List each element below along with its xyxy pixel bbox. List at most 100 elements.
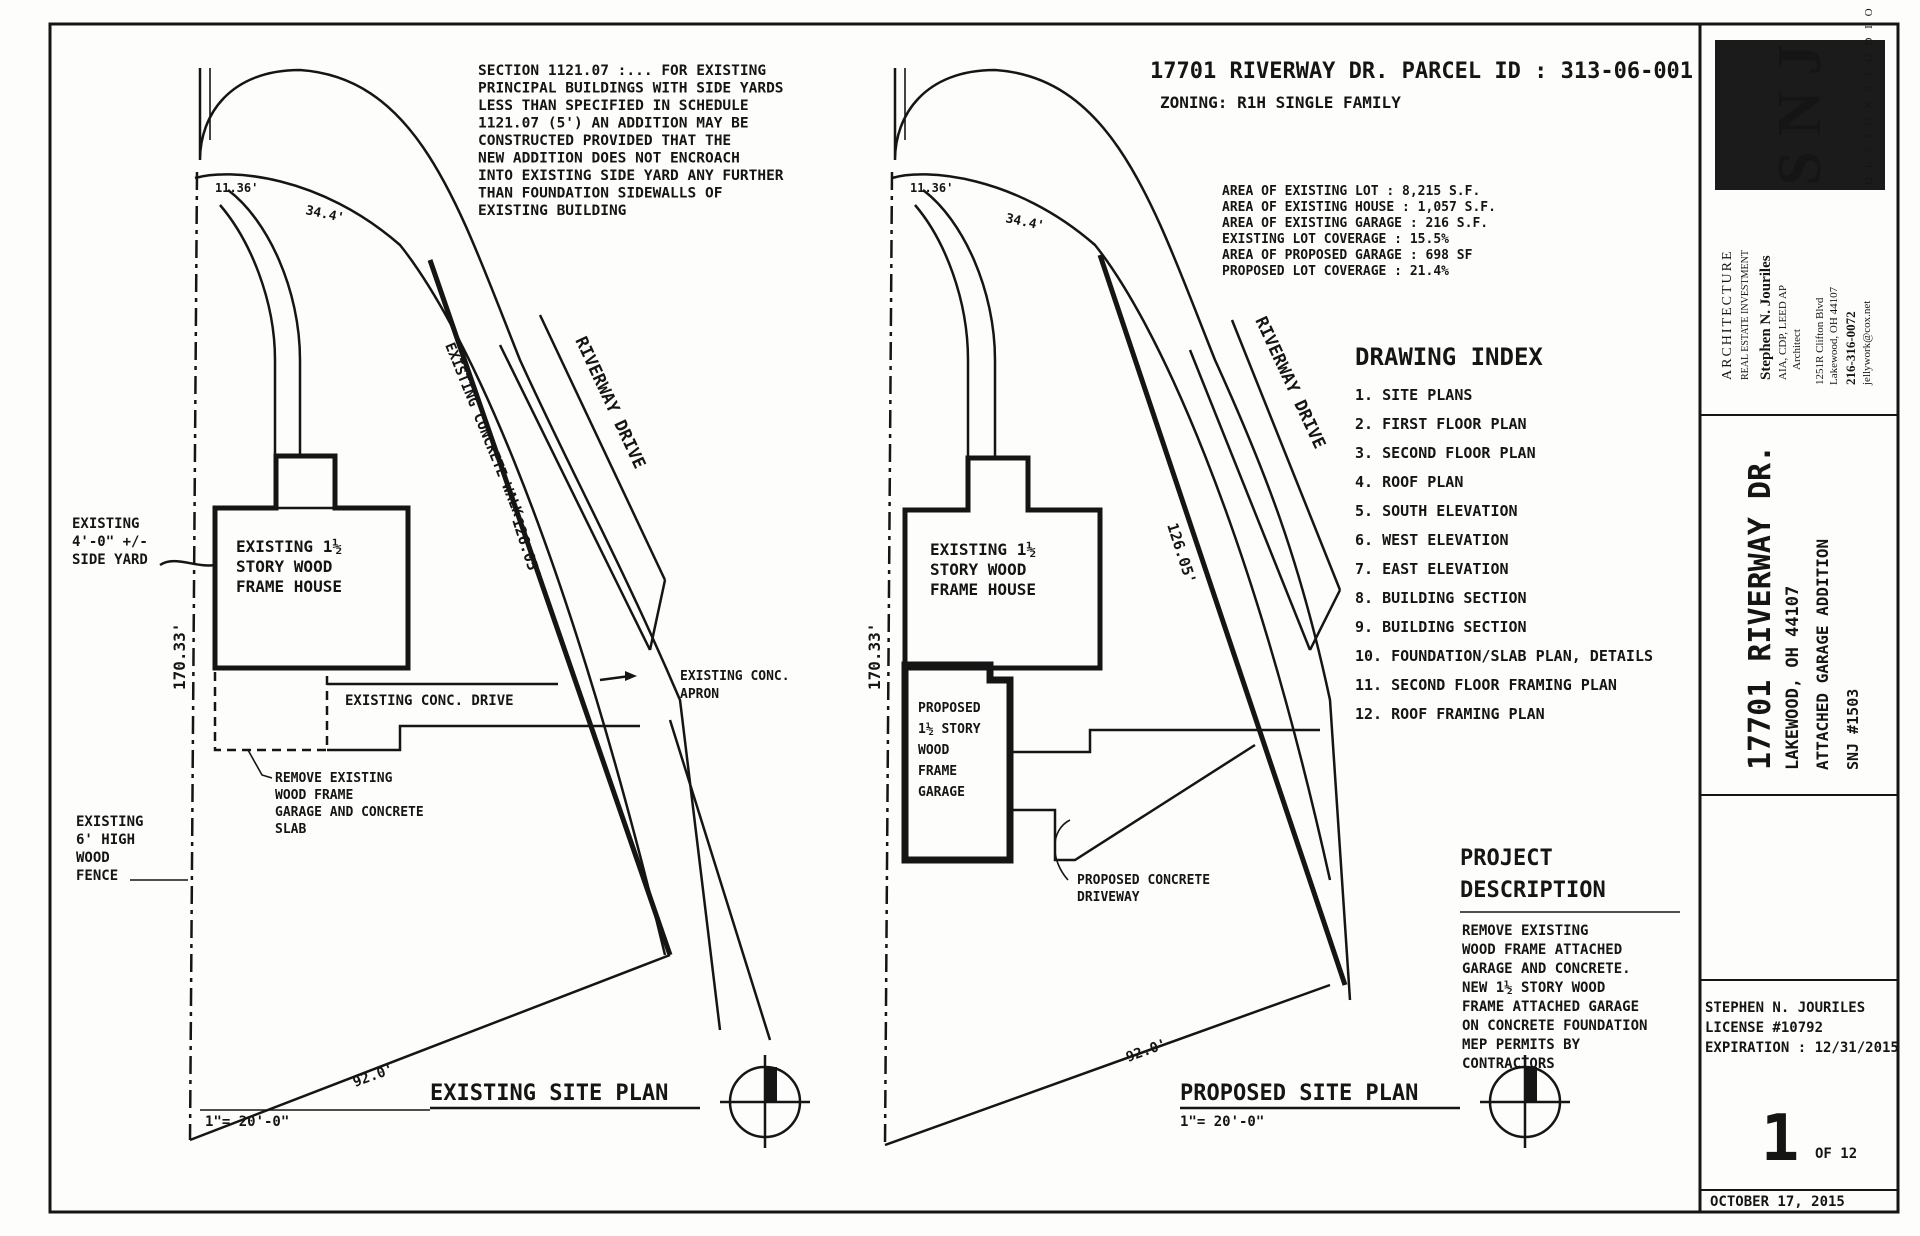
firm-line1: ARCHITECTURE [1720,249,1735,380]
proposed-garage-label: GARAGE [918,785,965,800]
project-desc-line: ON CONCRETE FOUNDATION [1462,1018,1647,1034]
license-line: EXPIRATION : 12/31/2015 [1705,1040,1899,1056]
index-item: 12. ROOF FRAMING PLAN [1355,705,1545,723]
proposed-garage-outline [901,661,1014,864]
logo-side: D E S I G N S T U D I O [1863,5,1875,185]
section-note-line: LESS THAN SPECIFIED IN SCHEDULE [478,98,749,114]
project-description: ATTACHED GARAGE ADDITION [1813,539,1832,770]
section-note-line: SECTION 1121.07 :... FOR EXISTING [478,63,766,79]
project-desc-line: GARAGE AND CONCRETE. [1462,961,1631,977]
existing-curved-walk [219,204,277,455]
proposed-front-lot-line [1097,254,1348,986]
index-item: 10. FOUNDATION/SLAB PLAN, DETAILS [1355,647,1653,665]
index-item: 11. SECOND FLOOR FRAMING PLAN [1355,676,1617,694]
index-item: 1. SITE PLANS [1355,386,1472,404]
index-title: DRAWING INDEX [1355,343,1543,371]
proposed-garage-label: PROPOSED [918,701,981,716]
firm-city: Lakewood, OH 44107 [1828,286,1840,385]
proposed-driveway-label: PROPOSED CONCRETE [1077,873,1210,888]
title-block [1698,24,1898,1212]
project-desc-line: CONTRACTORS [1462,1056,1555,1072]
existing-house-label: FRAME HOUSE [236,577,342,596]
sheet-of: OF 12 [1815,1146,1857,1162]
sheet-date: OCTOBER 17, 2015 [1710,1194,1845,1210]
remove-garage-label: REMOVE EXISTING [275,771,393,786]
zoning-line: ZONING: R1H SINGLE FAMILY [1160,93,1401,112]
project-desc-line: NEW 1½ STORY WOOD [1462,980,1605,996]
firm-street: 1251R Clifton Blvd [1814,297,1826,385]
existing-drive-label: EXISTING CONC. DRIVE [345,693,514,709]
existing-street-curb [198,68,722,1031]
existing-house-label: EXISTING 1½ [236,537,342,556]
existing-dim-side: 170.33' [170,623,189,690]
project-desc-line: WOOD FRAME ATTACHED [1462,942,1622,958]
proposed-bottom-lot-line [884,983,1331,1147]
proposed-street-label: RIVERWAY DRIVE [1250,314,1329,452]
apron-label: EXISTING CONC. [680,669,790,684]
area-line: PROPOSED LOT COVERAGE : 21.4% [1222,264,1449,279]
index-item: 7. EAST ELEVATION [1355,560,1509,578]
firm-email: jellywork@cox.net [1861,301,1873,386]
project-title: DESCRIPTION [1460,878,1606,903]
proposed-garage-label: 1½ STORY [918,722,981,737]
existing-site-plan [130,68,810,1148]
proposed-house-label: STORY WOOD [930,560,1026,579]
architect-credentials: AIA, CDP, LEED AP [1777,285,1789,380]
fence-label: EXISTING [76,814,143,830]
logo-letters: S N J [1766,44,1834,185]
index-item: 4. ROOF PLAN [1355,473,1463,491]
project-number: SNJ #1503 [1844,689,1862,770]
area-line: AREA OF EXISTING GARAGE : 216 S.F. [1222,216,1488,231]
apron-label: APRON [680,687,719,702]
existing-dim-arc: 34.4' [304,203,345,226]
proposed-driveway [1010,728,1320,862]
existing-walk-edge [194,173,667,956]
existing-bottom-lot-line [189,953,671,1142]
architect-role: Architect [1791,329,1803,370]
index-item: 3. SECOND FLOOR PLAN [1355,444,1536,462]
section-note-line: INTO EXISTING SIDE YARD ANY FURTHER [478,168,784,184]
license-line: STEPHEN N. JOURILES [1705,1000,1865,1016]
architect-name: Stephen N. Jouriles [1758,255,1774,380]
proposed-north-arrow [1480,1055,1570,1148]
project-title: PROJECT [1460,846,1553,871]
remove-garage-label: WOOD FRAME [275,788,353,803]
fence-label: WOOD [76,850,110,866]
proposed-house-label: FRAME HOUSE [930,580,1036,599]
project-city: LAKEWOOD, OH 44107 [1783,586,1803,770]
proposed-plan-scale: 1"= 20'-0" [1180,1114,1264,1130]
proposed-street-curb [893,68,1352,1001]
proposed-existing-house-outline [902,455,1103,671]
index-item: 6. WEST ELEVATION [1355,531,1509,549]
proposed-plan-title: PROPOSED SITE PLAN [1180,1081,1418,1106]
proposed-dim-corner: 11.36' [910,181,953,195]
project-desc-line: FRAME ATTACHED GARAGE [1462,999,1639,1015]
proposed-house-label: EXISTING 1½ [930,540,1036,559]
index-item: 9. BUILDING SECTION [1355,618,1527,636]
index-item: 5. SOUTH ELEVATION [1355,502,1518,520]
proposed-walk-edge [891,173,1332,881]
address-line: 17701 RIVERWAY DR. PARCEL ID : 313-06-00… [1150,59,1693,84]
existing-house-outline [212,453,411,671]
side-yard-label: EXISTING [72,516,139,532]
proposed-garage-label: FRAME [918,764,957,779]
project-address: 17701 RIVERWAY DR. [1743,445,1778,770]
area-line: AREA OF EXISTING LOT : 8,215 S.F. [1222,184,1480,199]
existing-dim-corner: 11.36' [215,181,258,195]
area-line: EXISTING LOT COVERAGE : 15.5% [1222,232,1449,247]
proposed-dim-side: 170.33' [865,623,884,690]
sheet-border [48,22,1900,1214]
existing-plan-scale: 1"= 20'-0" [205,1114,289,1130]
index-item: 2. FIRST FLOOR PLAN [1355,415,1527,433]
section-note-line: 1121.07 (5') AN ADDITION MAY BE [478,116,749,132]
remove-garage-label: SLAB [275,822,306,837]
proposed-curved-walk [914,204,970,458]
remove-garage-label: GARAGE AND CONCRETE [275,805,424,820]
existing-dim-bottom: 92.0' [351,1061,396,1090]
section-note-line: CONSTRUCTED PROVIDED THAT THE [478,133,731,149]
section-note-line: NEW ADDITION DOES NOT ENCROACH [478,151,740,167]
snj-logo [1715,40,1885,190]
existing-house-label: STORY WOOD [236,557,332,576]
project-desc-line: REMOVE EXISTING [1462,923,1588,939]
